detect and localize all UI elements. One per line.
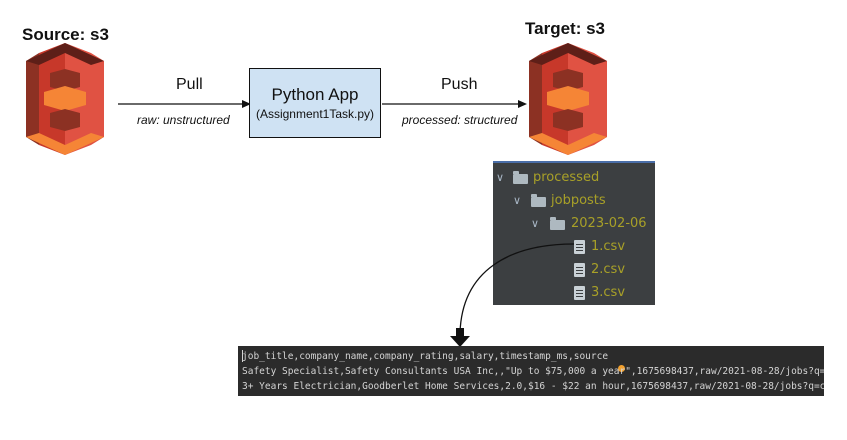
csv-data-line: 3+ Years Electrician,Goodberlet Home Ser… xyxy=(242,381,824,392)
aws-s3-bucket-icon xyxy=(529,43,607,155)
csv-data-line: Safety Specialist,Safety Consultants USA… xyxy=(242,366,824,377)
file-icon xyxy=(574,286,585,300)
pull-sublabel: raw: unstructured xyxy=(137,113,230,127)
source-title: Source: s3 xyxy=(22,25,109,44)
tree-item-label: 1.csv xyxy=(591,239,626,254)
push-sublabel: processed: structured xyxy=(402,113,518,127)
pull-label: Pull xyxy=(176,76,203,93)
file-tree-panel: ∨ processed ∨ jobposts ∨ 2023-02-06 1.cs… xyxy=(493,161,655,305)
csv-preview-panel: job_title,company_name,company_rating,sa… xyxy=(238,346,824,396)
file-to-preview-connector xyxy=(450,243,575,347)
tree-item-label: 2023-02-06 xyxy=(571,216,647,231)
app-subtitle: (Assignment1Task.py) xyxy=(255,107,375,121)
tree-item-label: jobposts xyxy=(551,193,606,208)
folder-icon xyxy=(550,217,565,230)
tree-item-label: 3.csv xyxy=(591,285,626,300)
push-label: Push xyxy=(441,76,478,93)
file-icon xyxy=(574,240,585,254)
file-icon xyxy=(574,263,585,277)
text-cursor xyxy=(242,350,243,362)
csv-header-line: job_title,company_name,company_rating,sa… xyxy=(242,351,609,362)
chevron-down-icon[interactable]: ∨ xyxy=(513,194,522,207)
target-title: Target: s3 xyxy=(525,19,605,38)
tree-item-label: 2.csv xyxy=(591,262,626,277)
chevron-down-icon[interactable]: ∨ xyxy=(496,171,505,184)
tree-item-label: processed xyxy=(533,170,600,185)
folder-icon xyxy=(513,171,528,184)
folder-icon xyxy=(531,194,546,207)
python-app-node: Python App (Assignment1Task.py) xyxy=(249,68,381,138)
chevron-down-icon[interactable]: ∨ xyxy=(531,217,540,230)
push-arrow xyxy=(382,100,527,108)
pull-arrow xyxy=(118,100,251,108)
app-title: Python App xyxy=(271,85,359,104)
aws-s3-bucket-icon xyxy=(26,43,104,155)
warning-dot-icon xyxy=(618,365,625,372)
